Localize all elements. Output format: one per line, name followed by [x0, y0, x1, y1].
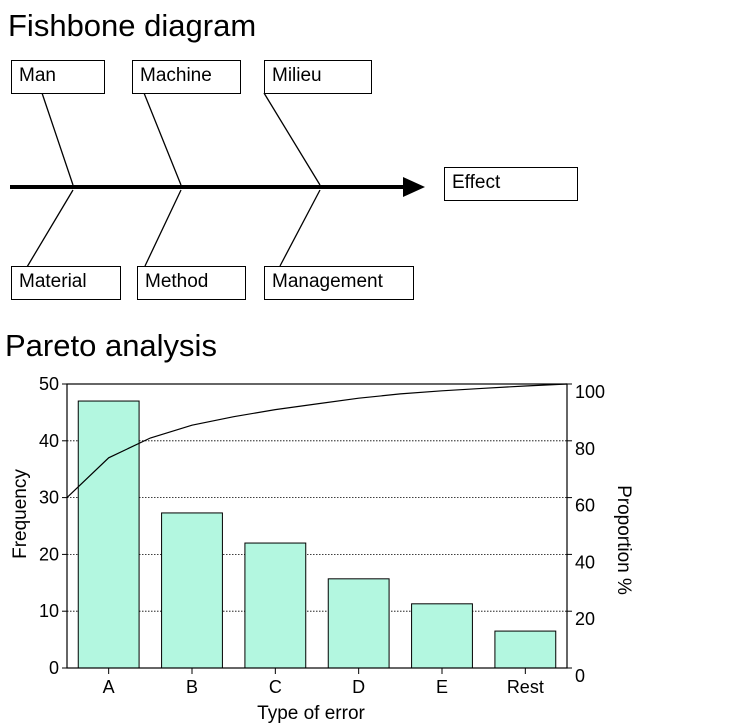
- right-tick-label: 40: [575, 552, 595, 572]
- y-axis-title-left: Frequency: [10, 469, 31, 559]
- right-tick-label: 80: [575, 439, 595, 459]
- y-axis-title-right: Proportion %: [613, 485, 634, 595]
- left-tick-label: 0: [49, 658, 59, 678]
- right-tick-label: 100: [575, 382, 605, 402]
- left-tick-label: 40: [39, 431, 59, 451]
- bone-method: [144, 189, 182, 267]
- bone-material: [26, 189, 74, 268]
- x-tick-label: A: [103, 677, 115, 697]
- left-tick-label: 30: [39, 488, 59, 508]
- x-axis-title: Type of error: [257, 703, 365, 724]
- cumulative-proportion-line: [66, 383, 568, 499]
- bone-machine: [143, 92, 182, 186]
- fishbone-arrowhead: [403, 177, 425, 197]
- cause-box-material: Material: [11, 266, 121, 300]
- cause-box-method: Method: [137, 266, 246, 300]
- fishbone-title: Fishbone diagram: [8, 8, 257, 43]
- bar-d: [327, 578, 390, 669]
- bar-c: [244, 542, 307, 669]
- left-tick-label: 10: [39, 601, 59, 621]
- right-tick-label: 0: [575, 666, 585, 686]
- cause-box-machine: Machine: [132, 60, 241, 94]
- x-tick-label: D: [352, 677, 365, 697]
- x-tick-label: B: [186, 677, 198, 697]
- right-tick-label: 60: [575, 496, 595, 516]
- bar-rest: [494, 630, 557, 669]
- bar-b: [161, 512, 223, 669]
- left-tick-label: 20: [39, 544, 59, 564]
- x-tick-label: Rest: [507, 677, 544, 697]
- bone-management: [279, 189, 321, 267]
- x-tick-label: E: [436, 677, 448, 697]
- right-tick-label: 20: [575, 609, 595, 629]
- plot-frame: [66, 383, 568, 669]
- pareto-title: Pareto analysis: [5, 328, 217, 363]
- fishbone-diagram: [10, 92, 425, 268]
- x-tick-label: C: [269, 677, 282, 697]
- bar-a: [77, 400, 140, 669]
- bone-man: [41, 92, 74, 186]
- cause-box-milieu: Milieu: [264, 60, 372, 94]
- bar-e: [411, 603, 473, 669]
- effect-box: Effect: [444, 167, 578, 201]
- bone-milieu: [263, 92, 321, 186]
- cause-box-management: Management: [264, 266, 414, 300]
- left-tick-label: 50: [39, 374, 59, 394]
- cause-box-man: Man: [11, 60, 105, 94]
